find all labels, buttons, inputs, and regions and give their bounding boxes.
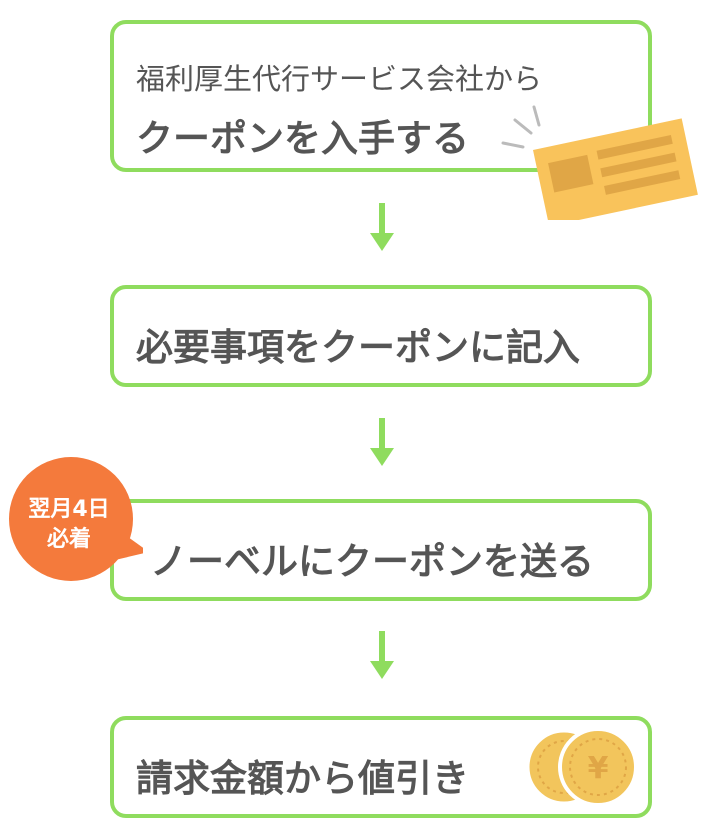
- step-2-label: 必要事項をクーポンに記入: [136, 326, 580, 369]
- step-1-label-line1: 福利厚生代行サービス会社から: [136, 62, 543, 96]
- step-3-label: ノーベルにクーポンを送る: [150, 540, 594, 583]
- step-fill-coupon-box: 必要事項をクーポンに記入: [110, 285, 652, 387]
- coupon-card-icon: [501, 105, 698, 220]
- down-arrow-icon: [370, 631, 394, 681]
- deadline-badge-line1: 翌月4日: [28, 497, 110, 522]
- yen-coin-icon: ¥: [526, 727, 638, 807]
- yen-symbol: ¥: [588, 751, 609, 786]
- deadline-badge-line2: 必着: [46, 527, 91, 552]
- deadline-badge: [9, 457, 143, 581]
- down-arrow-icon: [370, 203, 394, 253]
- step-send-coupon-box: ノーベルにクーポンを送る: [110, 499, 652, 601]
- down-arrow-icon: [370, 418, 394, 468]
- deadline-badge-text: 翌月4日 必着: [6, 495, 132, 555]
- step-get-coupon-box: 福利厚生代行サービス会社から クーポンを入手する: [110, 20, 652, 172]
- step-1-label-line2: クーポンを入手する: [136, 117, 469, 160]
- step-4-label: 請求金額から値引き: [136, 757, 469, 800]
